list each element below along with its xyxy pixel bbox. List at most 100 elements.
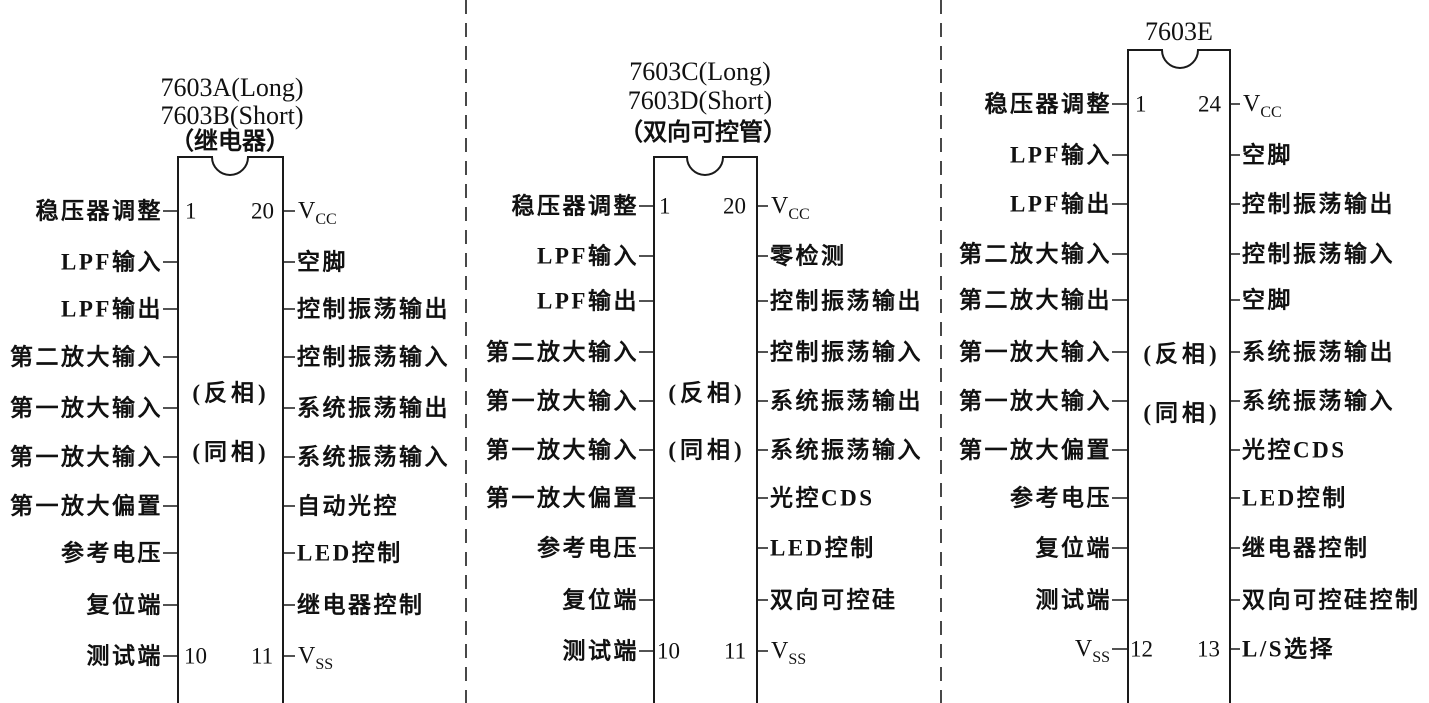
vcc-subscript: CC	[1260, 104, 1282, 121]
right-pin-label: 控制振荡输入	[770, 339, 923, 365]
right-pin-leads	[283, 210, 295, 657]
right-pin-label: 空脚	[1242, 287, 1293, 313]
right-pin-label: 空脚	[297, 249, 348, 275]
vss-base: V	[771, 638, 789, 664]
chip-subtitle: （双向可控管）	[619, 120, 787, 146]
left-pin-leads	[639, 205, 654, 652]
chip-inside-label: (同相)	[668, 437, 746, 463]
left-pin-leads	[163, 210, 178, 657]
pin-number: 1	[659, 193, 671, 219]
chip-title: 7603B(Short)	[160, 101, 304, 130]
vcc-base: V	[771, 193, 789, 219]
chip-title: 7603A(Long)	[160, 73, 304, 102]
right-pin-leads	[757, 205, 768, 652]
left-pin-label: LPF输入	[1010, 142, 1112, 168]
vss-label: VSS	[1074, 636, 1110, 666]
right-pin-label: 控制振荡输出	[770, 288, 923, 314]
right-pin-label: 控制振荡输入	[1242, 241, 1395, 267]
left-pin-label: 第二放大输入	[959, 241, 1112, 267]
right-pin-label: LED控制	[1242, 485, 1348, 511]
right-pin-label: 系统振荡输入	[1242, 388, 1395, 414]
right-pin-label: 系统振荡输出	[297, 395, 450, 421]
right-pin-label: L/S选择	[1242, 636, 1336, 662]
left-pin-label: 第一放大输入	[959, 339, 1112, 365]
chip-title: 7603E	[1145, 17, 1213, 46]
left-pin-label: 第二放大输出	[959, 287, 1112, 313]
right-pin-label: 系统振荡输入	[770, 437, 923, 463]
vss-base: V	[1074, 636, 1093, 662]
vcc-base: V	[298, 198, 316, 224]
vss-label: VSS	[298, 644, 333, 673]
left-pin-label: 参考电压	[61, 540, 163, 566]
chip-inside-label: (反相)	[1143, 341, 1221, 367]
left-pin-label: 第一放大偏置	[959, 437, 1112, 463]
right-pin-label: 继电器控制	[297, 592, 425, 618]
vcc-subscript: CC	[315, 211, 337, 228]
vcc-label: VCC	[771, 193, 810, 223]
right-pin-label: LED控制	[770, 535, 876, 561]
vcc-base: V	[1243, 91, 1261, 117]
right-pin-label: 控制振荡输出	[297, 296, 450, 322]
vcc-subscript: CC	[788, 206, 810, 223]
left-pin-label: LPF输入	[537, 243, 639, 269]
left-pin-label: 稳压器调整	[511, 193, 639, 219]
right-pin-label: 空脚	[1242, 142, 1293, 168]
left-pin-label: 第一放大输入	[486, 388, 639, 414]
right-pin-label: 自动光控	[297, 493, 399, 519]
pin-number: 24	[1198, 91, 1221, 117]
left-pin-label: 参考电压	[537, 535, 639, 561]
pin-number: 11	[251, 643, 274, 669]
vcc-label: VCC	[298, 198, 337, 228]
right-pin-label: 继电器控制	[1242, 535, 1370, 561]
right-pin-label: 光控CDS	[770, 485, 875, 511]
chip-inside-label: (同相)	[1143, 400, 1221, 426]
left-pin-label: 第二放大输入	[10, 344, 163, 370]
left-pin-label: 第一放大偏置	[10, 493, 163, 519]
left-pin-label: 测试端	[1035, 587, 1112, 613]
left-pin-label: 第一放大输入	[959, 388, 1112, 414]
left-pin-label: LPF输入	[61, 249, 163, 275]
left-pin-label: 复位端	[1035, 535, 1112, 561]
left-pin-label: 复位端	[86, 592, 163, 618]
vss-subscript: SS	[788, 651, 807, 668]
left-pin-label: 第二放大输入	[486, 339, 639, 365]
chip-title: 7603D(Short)	[627, 86, 773, 115]
chip-outline	[1127, 49, 1231, 703]
chip-title: 7603C(Long)	[629, 57, 771, 86]
left-pin-label: 测试端	[562, 638, 639, 664]
vcc-label: VCC	[1243, 91, 1282, 121]
right-pin-label: 系统振荡输出	[1242, 339, 1395, 365]
left-pin-label: 复位端	[562, 587, 639, 613]
pin-number: 1	[1135, 91, 1147, 117]
pin-number: 10	[657, 638, 680, 664]
left-pin-label: 稳压器调整	[984, 91, 1112, 117]
left-pin-label: 第一放大输入	[10, 444, 163, 470]
chip-inside-label: (反相)	[192, 380, 270, 406]
vss-subscript: SS	[315, 656, 334, 673]
right-pin-label: 零检测	[770, 243, 847, 269]
chip-inside-label: (反相)	[668, 380, 746, 406]
left-pin-label: 第一放大输入	[486, 437, 639, 463]
chip-outline	[177, 156, 284, 703]
pin-number: 11	[724, 638, 747, 664]
left-pin-label: 第一放大偏置	[486, 485, 639, 511]
left-pin-label: 参考电压	[1010, 485, 1112, 511]
right-pin-label: 控制振荡输入	[297, 344, 450, 370]
left-pin-label: 第一放大输入	[10, 395, 163, 421]
pin-number: 10	[184, 643, 207, 669]
left-pin-leads	[1112, 103, 1128, 650]
chip-subtitle: （继电器）	[170, 129, 290, 155]
right-pin-leads	[1230, 103, 1240, 650]
right-pin-label: 系统振荡输出	[770, 388, 923, 414]
left-pin-label: LPF输出	[537, 288, 639, 314]
left-pin-label: 测试端	[86, 643, 163, 669]
pin-number: 1	[185, 198, 197, 224]
vss-subscript: SS	[1092, 649, 1110, 666]
left-pin-label: LPF输出	[61, 296, 163, 322]
right-pin-label: 双向可控硅控制	[1242, 587, 1421, 613]
right-pin-label: 控制振荡输出	[1242, 191, 1395, 217]
right-pin-label: 双向可控硅	[770, 587, 898, 613]
pin-number: 12	[1130, 636, 1153, 662]
